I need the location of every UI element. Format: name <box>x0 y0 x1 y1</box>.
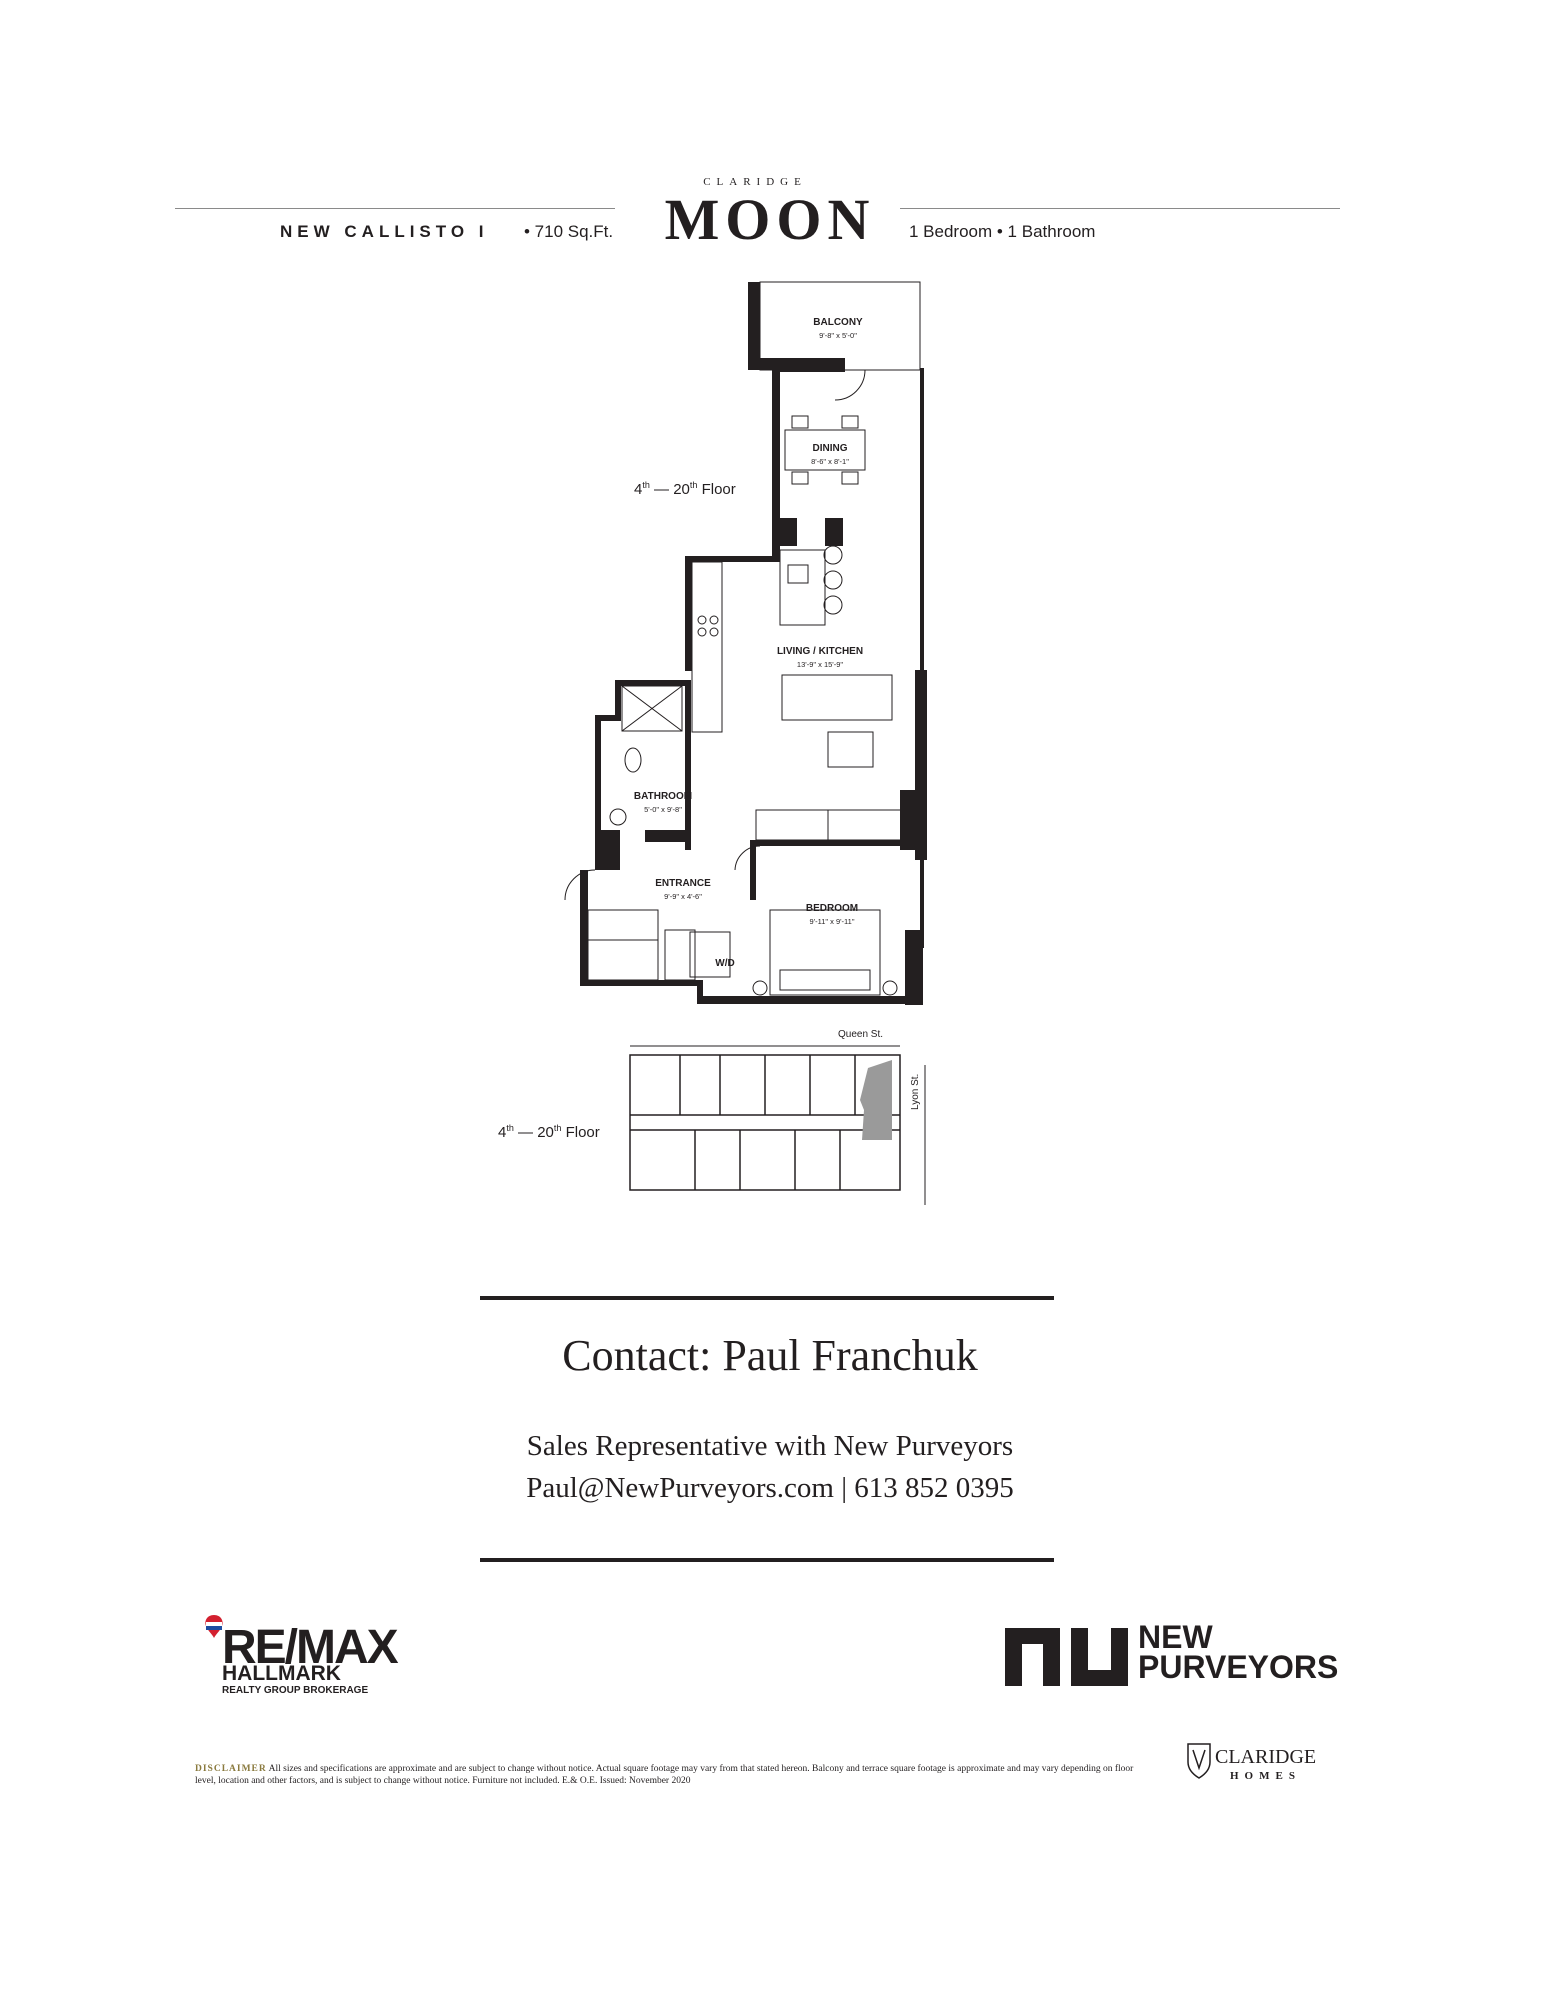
remax-logo-sub2: REALTY GROUP BROKERAGE <box>222 1685 369 1696</box>
room-dims-entrance: 9'-9" x 4'-6" <box>664 892 702 901</box>
room-dims-bedroom: 9'-11" x 9'-11" <box>809 917 855 926</box>
claridge-homes-logo-line1: CLARIDGE <box>1215 1746 1317 1768</box>
claridge-homes-logo-line2: HOMES <box>1230 1770 1301 1782</box>
contact-rule-top <box>480 1296 1054 1300</box>
room-label-entrance: ENTRANCE <box>655 878 711 889</box>
unit-size: • 710 Sq.Ft. <box>524 222 614 241</box>
claridge-crest-icon <box>1187 1743 1211 1779</box>
header-rule-left <box>175 208 615 209</box>
floorplan-drawing <box>564 281 927 1005</box>
street-label-lyon: Lyon St. <box>910 1073 921 1110</box>
floor-range-label: 4th — 20th Floor <box>634 480 736 498</box>
contact-details[interactable]: Paul@NewPurveyors.com | 613 852 0395 <box>526 1472 1014 1504</box>
contact-rule-bottom <box>480 1558 1054 1562</box>
new-purveyors-mark-icon <box>1005 1628 1128 1686</box>
header-rule-right <box>900 208 1340 209</box>
room-dims-balcony: 9'-8" x 5'-0" <box>819 331 857 340</box>
unit-rooms: 1 Bedroom • 1 Bathroom <box>909 222 1096 241</box>
remax-logo: RE/MAX <box>222 1621 399 1674</box>
contact-title: Contact: Paul Franchuk <box>562 1331 978 1380</box>
room-label-balcony: BALCONY <box>813 317 863 328</box>
remax-balloon-icon <box>205 1615 223 1638</box>
room-dims-dining: 8'-6" x 8'-1" <box>811 457 849 466</box>
room-label-dining: DINING <box>812 443 848 454</box>
room-label-living-kitchen: LIVING / KITCHEN <box>776 646 864 657</box>
remax-logo-sub: HALLMARK <box>222 1662 341 1685</box>
room-dims-bathroom: 5'-0" x 9'-8" <box>644 805 682 814</box>
room-label-bathroom: BATHROOM <box>633 791 693 802</box>
washer-dryer-label: W/D <box>715 958 735 969</box>
new-purveyors-logo-line2: PURVEYORS <box>1138 1649 1339 1685</box>
disclaimer-text: DISCLAIMER All sizes and specifications … <box>195 1763 1155 1787</box>
keyplan-unit-highlight <box>860 1060 892 1140</box>
disclaimer-heading: DISCLAIMER <box>195 1764 267 1774</box>
keyplan-floor-label: 4th — 20th Floor <box>498 1123 600 1141</box>
room-dims-living-kitchen: 13'-9" x 15'-9" <box>796 660 844 669</box>
brand-logo: MOON <box>664 187 876 252</box>
contact-role: Sales Representative with New Purveyors <box>526 1430 1014 1462</box>
new-purveyors-logo-line1: NEW <box>1138 1619 1213 1655</box>
unit-name: NEW CALLISTO I <box>280 222 489 241</box>
room-label-bedroom: BEDROOM <box>805 903 859 914</box>
keyplan-drawing <box>629 1045 926 1205</box>
brand-top: CLARIDGE <box>703 176 807 188</box>
street-label-queen: Queen St. <box>838 1029 884 1040</box>
disclaimer-body: All sizes and specifications are approxi… <box>195 1764 1134 1786</box>
